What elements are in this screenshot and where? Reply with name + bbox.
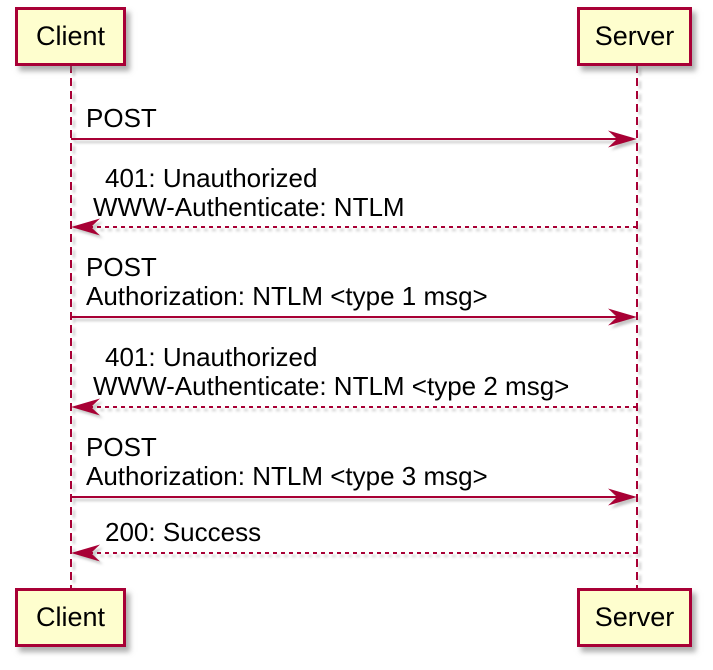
message-text: POST <box>86 252 157 282</box>
message-arrow-5 <box>71 488 637 506</box>
participant-box-server-top: Server <box>577 7 692 66</box>
message-text: POST <box>86 432 157 462</box>
message-arrow-4 <box>71 398 637 416</box>
participant-label: Client <box>35 21 106 51</box>
arrowhead-left-icon <box>71 544 100 562</box>
message-label-4: 401: Unauthorized WWW-Authenticate: NTLM… <box>93 343 569 401</box>
message-text: WWW-Authenticate: NTLM <box>93 192 405 222</box>
message-label-3: POST Authorization: NTLM <type 1 msg> <box>86 253 488 311</box>
arrowhead-right-icon <box>608 488 637 506</box>
message-label-1: POST <box>86 104 157 133</box>
participant-box-client-bottom: Client <box>15 588 126 647</box>
arrowhead-right-icon <box>608 130 637 148</box>
arrowhead-right-icon <box>608 308 637 326</box>
message-arrow-2 <box>71 218 637 236</box>
message-text: 200: Success <box>105 517 262 547</box>
message-label-6: 200: Success <box>93 518 261 547</box>
message-text: POST <box>86 103 157 133</box>
participant-box-client-top: Client <box>15 7 126 66</box>
message-text: 401: Unauthorized <box>105 342 318 372</box>
message-label-2: 401: Unauthorized WWW-Authenticate: NTLM <box>93 164 405 222</box>
participant-label: Server <box>594 21 675 51</box>
message-text: Authorization: NTLM <type 3 msg> <box>86 461 488 491</box>
message-arrow-1 <box>71 130 637 148</box>
message-text: 401: Unauthorized <box>105 163 318 193</box>
message-text: WWW-Authenticate: NTLM <type 2 msg> <box>93 371 570 401</box>
message-arrow-6 <box>71 544 637 562</box>
arrowhead-left-icon <box>71 398 100 416</box>
message-arrow-3 <box>71 308 637 326</box>
arrowhead-left-icon <box>71 218 100 236</box>
participant-label: Client <box>35 602 106 632</box>
participant-box-server-bottom: Server <box>577 588 692 647</box>
message-label-5: POST Authorization: NTLM <type 3 msg> <box>86 433 488 491</box>
message-text: Authorization: NTLM <type 1 msg> <box>86 281 488 311</box>
participant-label: Server <box>594 602 675 632</box>
